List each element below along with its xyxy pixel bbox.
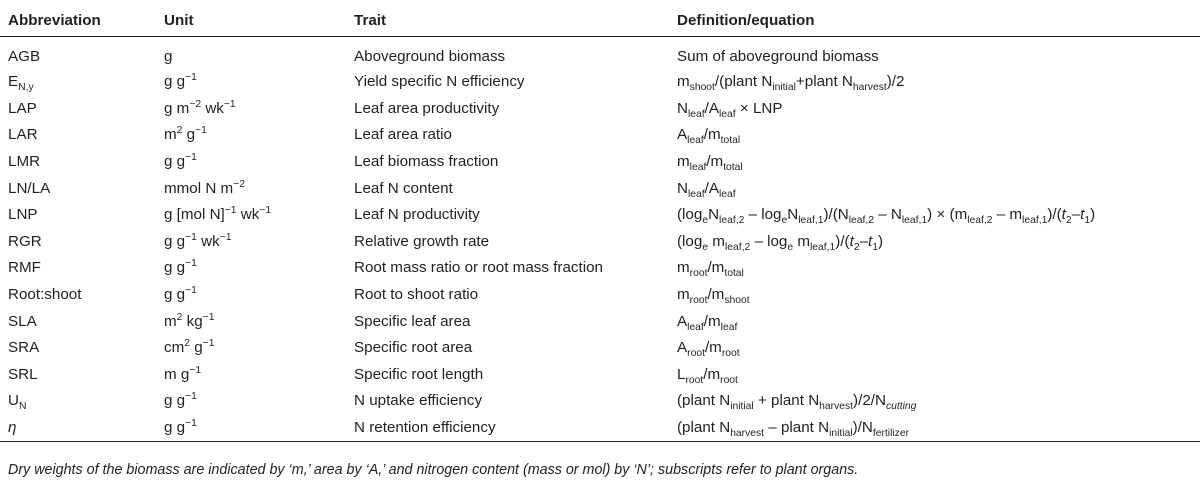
cell-trait: N retention efficiency [354, 419, 496, 437]
table-row: LN/LA mmol N m−2 Leaf N content Nleaf/Aleaf [0, 175, 1200, 202]
cell-unit: mmol N m−2 [164, 178, 245, 197]
cell-trait: Root mass ratio or root mass fraction [354, 259, 603, 277]
cell-trait: Specific root length [354, 365, 484, 383]
cell-abbreviation: LAR [8, 126, 38, 144]
cell-definition: Nleaf/Aleaf [677, 179, 736, 200]
cell-trait: Leaf biomass fraction [354, 153, 499, 171]
cell-trait: Leaf area ratio [354, 126, 452, 144]
cell-abbreviation: LNP [8, 206, 38, 224]
cell-definition: mleaf/mtotal [677, 153, 743, 174]
header-definition: Definition/equation [677, 12, 815, 30]
cell-trait: N uptake efficiency [354, 392, 483, 410]
cell-unit: g [164, 48, 173, 65]
cell-abbreviation: SRL [8, 365, 38, 383]
cell-unit: m2 kg−1 [164, 311, 215, 330]
table-row: AGB g Aboveground biomass Sum of abovegroun… [0, 36, 1200, 69]
cell-unit: cm2 g−1 [164, 338, 215, 357]
cell-trait: Specific root area [354, 339, 473, 357]
cell-unit: m g−1 [164, 364, 202, 383]
cell-unit: g m−2 wk−1 [164, 98, 236, 117]
cell-unit: g g−1 [164, 417, 197, 437]
cell-abbreviation: Root:shoot [8, 286, 82, 304]
cell-trait: Leaf area productivity [354, 99, 500, 117]
cell-definition: Sum of aboveground biomass [677, 48, 879, 65]
cell-definition: Aroot/mroot [677, 339, 740, 360]
cell-abbreviation: SLA [8, 312, 37, 330]
cell-unit: g g−1 [164, 258, 197, 277]
cell-unit: g g−1 [164, 152, 197, 171]
table-footnote: Dry weights of the biomass are indicated… [8, 462, 859, 478]
cell-unit: g [mol N]−1 wk−1 [164, 205, 272, 224]
cell-definition: mroot/mshoot [677, 286, 750, 307]
cell-definition: mshoot/(plant Ninitial+plant Nharvest)/2 [677, 73, 905, 94]
traits-table: Abbreviation Unit Trait Definition/equat… [0, 6, 1200, 442]
table-header: Abbreviation Unit Trait Definition/equat… [0, 6, 1200, 36]
cell-definition: (plant Ninitial + plant Nharvest)/2/Ncut… [677, 392, 917, 413]
cell-abbreviation: LAP [8, 99, 37, 117]
cell-trait: Root to shoot ratio [354, 286, 479, 304]
table-row: SLA m2 kg−1 Specific leaf area Aleaf/mleaf [0, 308, 1200, 335]
cell-definition: Aleaf/mtotal [677, 126, 741, 147]
table-row: η g g−1 N retention efficiency (plant Nharv… [0, 414, 1200, 442]
cell-abbreviation: EN,y [8, 73, 34, 94]
header-row: Abbreviation Unit Trait Definition/equat… [0, 6, 1200, 36]
cell-abbreviation: AGB [8, 48, 41, 65]
table-row: SRA cm2 g−1 Specific root area Aroot/mroot [0, 334, 1200, 361]
cell-unit: m2 g−1 [164, 125, 207, 144]
cell-abbreviation: LMR [8, 153, 41, 171]
cell-definition: (logeNleaf,2 – logeNleaf,1)/(Nleaf,2 – N… [677, 206, 1096, 227]
cell-definition: (plant Nharvest – plant Ninitial)/Nferti… [677, 419, 910, 440]
table-row: RMF g g−1 Root mass ratio or root mass fra… [0, 255, 1200, 282]
cell-unit: g g−1 wk−1 [164, 231, 232, 250]
table-row: LAR m2 g−1 Leaf area ratio Aleaf/mtotal [0, 122, 1200, 149]
table-row: RGR g g−1 wk−1 Relative growth rate (loge m… [0, 228, 1200, 255]
cell-trait: Leaf N productivity [354, 206, 480, 224]
table-row: UN g g−1 N uptake efficiency (plant Ninitia… [0, 388, 1200, 415]
cell-definition: mroot/mtotal [677, 259, 744, 280]
table-row: LNP g [mol N]−1 wk−1 Leaf N productivity (l… [0, 201, 1200, 228]
cell-trait: Yield specific N efficiency [354, 73, 525, 91]
header-trait: Trait [354, 12, 387, 30]
cell-abbreviation: SRA [8, 339, 40, 357]
cell-abbreviation: RMF [8, 259, 41, 277]
cell-abbreviation: η [8, 419, 17, 437]
cell-trait: Aboveground biomass [354, 48, 506, 65]
table-row: LMR g g−1 Leaf biomass fraction mleaf/mtota… [0, 148, 1200, 175]
cell-abbreviation: LN/LA [8, 179, 51, 197]
cell-definition: Lroot/mroot [677, 365, 738, 386]
cell-unit: g g−1 [164, 391, 197, 410]
header-abbreviation: Abbreviation [8, 12, 101, 30]
table-row: SRL m g−1 Specific root length Lroot/mroot [0, 361, 1200, 388]
cell-unit: g g−1 [164, 72, 197, 91]
header-unit: Unit [164, 12, 194, 30]
cell-unit: g g−1 [164, 284, 197, 304]
table-row: LAP g m−2 wk−1 Leaf area productivity Nleaf… [0, 95, 1200, 122]
cell-definition: Nleaf/Aleaf × LNP [677, 99, 783, 120]
cell-abbreviation: RGR [8, 232, 42, 250]
cell-abbreviation: UN [8, 392, 27, 413]
cell-trait: Relative growth rate [354, 232, 490, 250]
table-row: EN,y g g−1 Yield specific N efficiency msho… [0, 69, 1200, 96]
table-body: AGB g Aboveground biomass Sum of abovegroun… [0, 36, 1200, 442]
cell-definition: Aleaf/mleaf [677, 312, 738, 333]
cell-definition: (loge mleaf,2 – loge mleaf,1)/(t2–t1) [677, 232, 884, 253]
cell-trait: Specific leaf area [354, 312, 471, 330]
table-row: Root:shoot g g−1 Root to shoot ratio mroot/… [0, 281, 1200, 308]
cell-trait: Leaf N content [354, 179, 453, 197]
